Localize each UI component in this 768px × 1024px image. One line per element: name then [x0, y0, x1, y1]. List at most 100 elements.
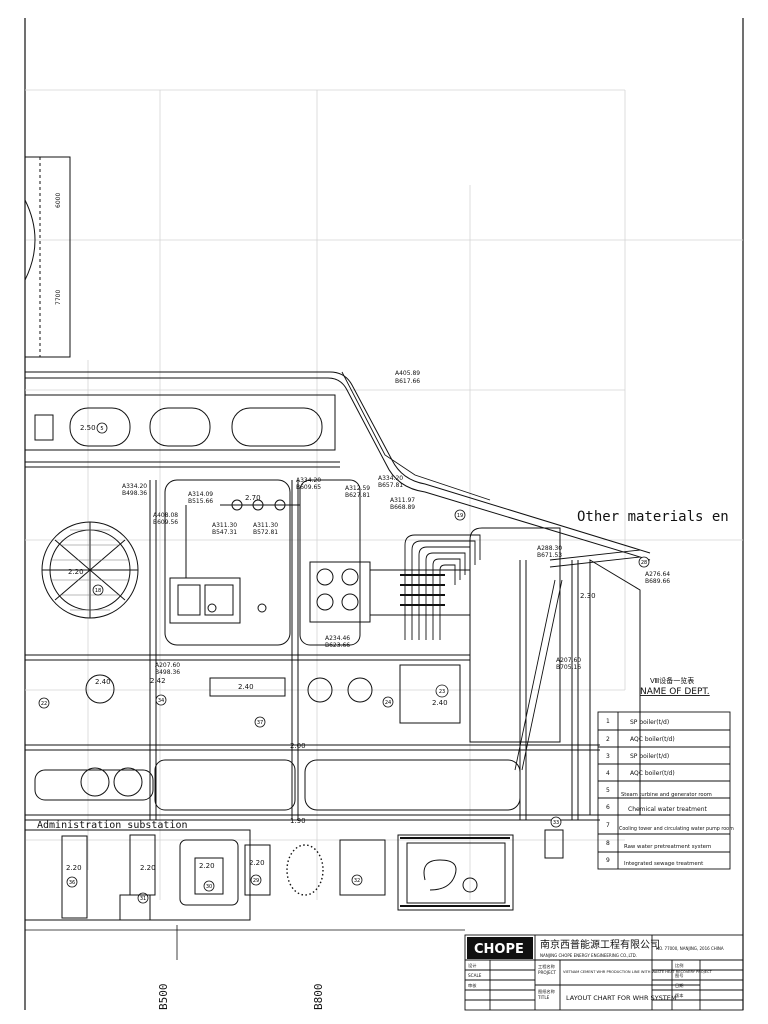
elevation-label: 2.40	[95, 678, 111, 686]
legend-row-no: 4	[606, 770, 610, 777]
coord-a: A312.59	[345, 485, 370, 492]
legend-title-en: NAME OF DEPT.	[640, 687, 710, 697]
coord-b: B547.31	[212, 529, 237, 536]
clinker-silo-outline	[24, 156, 71, 358]
drawing-title: LAYOUT CHART FOR WHR SYSTEM	[566, 994, 676, 1002]
item-marker-number: 19	[457, 513, 463, 519]
elevation-label: 2.40	[432, 699, 448, 707]
elevation-label: 2.20	[66, 864, 82, 872]
legend-row-no: 8	[606, 840, 610, 847]
elevation-label: 2.20	[140, 864, 156, 872]
company-address: NO. 77000, NANJING, 2016 CHINA	[656, 946, 724, 951]
coord-a: A207.60	[155, 662, 180, 669]
titleblock-label: TITLE	[537, 995, 550, 1000]
road-network	[25, 371, 651, 821]
titleblock-label: 图号	[675, 973, 683, 979]
coord-b: B498.36	[155, 669, 180, 676]
pipe-bundle	[404, 534, 481, 640]
coord-b: B705.16	[556, 664, 581, 671]
elevation-label: 2.50	[80, 424, 96, 432]
item-marker-number: 5	[100, 426, 103, 432]
elevation-label: 2.20	[199, 862, 215, 870]
circular-tank-left	[41, 521, 139, 619]
titleblock-label: 日期	[675, 983, 683, 989]
elevation-label: 2.40	[238, 683, 254, 691]
landscape-pond	[286, 844, 324, 896]
silo-row	[24, 394, 336, 451]
coord-b: B668.89	[390, 504, 415, 511]
coord-b: B617.66	[395, 378, 420, 385]
coord-a: A234.46	[325, 635, 350, 642]
legend-row-no: 1	[606, 718, 610, 725]
coord-a: A276.64	[645, 571, 670, 578]
coord-a: A311.30	[212, 522, 237, 529]
coord-a: A288.30	[537, 545, 562, 552]
pipe-ticks	[400, 574, 445, 606]
item-marker-number: 24	[385, 700, 391, 706]
coord-b: B515.66	[188, 498, 213, 505]
coord-b: B671.53	[537, 552, 562, 559]
coord-a: A334.20	[378, 475, 403, 482]
legend-row-no: 2	[606, 736, 610, 743]
legend-row-name: Raw water pretreatment system	[624, 844, 711, 850]
legend-row-name: Chemical water treatment	[628, 806, 707, 813]
coord-a: A408.08	[153, 512, 178, 519]
coord-a: A314.09	[188, 491, 213, 498]
legend-row-name: AQC boiler(t/d)	[630, 770, 675, 777]
boiler-equipment	[169, 499, 471, 624]
titleblock-label: 版本	[675, 992, 684, 999]
coord-b: B609.56	[153, 519, 178, 526]
coordinate-annotations: A405.89 B617.66 A334.20 B498.36 A314.09 …	[122, 370, 670, 676]
coord-b: B623.66	[325, 642, 350, 649]
hedge-dots	[400, 837, 510, 907]
coord-b: B609.65	[296, 484, 321, 491]
item-marker-number: 18	[95, 588, 101, 594]
elevation-label: 2.20	[249, 859, 265, 867]
legend-row-name: SP boiler(t/d)	[630, 719, 669, 726]
item-marker-number: 36	[69, 880, 75, 886]
legend-row-no: 5	[606, 787, 610, 794]
elevation-label: 2.00	[290, 742, 306, 750]
dimension-label: 7700	[55, 290, 62, 305]
legend-row-name: Cooling tower and circulating water pump…	[619, 826, 734, 832]
grid-label-b500: B500	[157, 984, 170, 1011]
legend-title-cn: Ⅷ设备一览表	[650, 676, 694, 685]
titleblock-label: 比例	[675, 962, 683, 969]
grid-label-b800: B800	[312, 984, 325, 1011]
coord-b: B627.81	[345, 492, 370, 499]
item-marker-number: 29	[253, 878, 259, 884]
banner-text: Other materials en	[577, 509, 729, 525]
coord-a: A334.20	[122, 483, 147, 490]
tank-hatch	[50, 529, 130, 611]
titleblock-label: 设计	[468, 962, 476, 969]
coord-b: B498.36	[122, 490, 147, 497]
elevation-label: 2.30	[580, 592, 596, 600]
item-marker-number: 28	[641, 560, 647, 566]
item-marker-number: 22	[41, 701, 47, 707]
coord-a: A311.30	[253, 522, 278, 529]
coord-b: B657.81	[378, 482, 403, 489]
legend-row-name: AQC boiler(t/d)	[630, 736, 675, 743]
item-marker-number: 34	[158, 698, 164, 704]
legend-row-name: Steam turbine and generator room	[621, 792, 712, 798]
titleblock-label: 图纸名称	[538, 988, 555, 995]
item-marker-number: 31	[140, 896, 146, 902]
elevation-label: 2.42	[150, 677, 166, 685]
titleblock-label: PROJECT	[538, 970, 557, 975]
legend-row-name: SP boiler(t/d)	[630, 753, 669, 760]
elevation-label: 2.70	[245, 494, 261, 502]
legend-row-no: 3	[606, 753, 610, 760]
building-outlines	[154, 479, 641, 816]
legend-row-no: 9	[606, 857, 610, 864]
company-logo	[467, 937, 533, 959]
coord-b: B689.66	[645, 578, 670, 585]
item-marker-number: 32	[354, 878, 360, 884]
coord-a: A207.60	[556, 657, 581, 664]
ramp-conveyor	[341, 371, 641, 771]
legend-table: Ⅷ设备一览表 NAME OF DEPT. 1 SP boiler(t/d) 2 …	[597, 676, 734, 870]
legend-row-no: 7	[606, 822, 610, 829]
project-name: VIETNAM CEMENT WHR PRODUCTION LINE WITH …	[563, 970, 712, 974]
coord-a: A405.89	[395, 370, 420, 377]
garden-path	[423, 859, 478, 893]
legend-row-no: 6	[606, 804, 610, 811]
